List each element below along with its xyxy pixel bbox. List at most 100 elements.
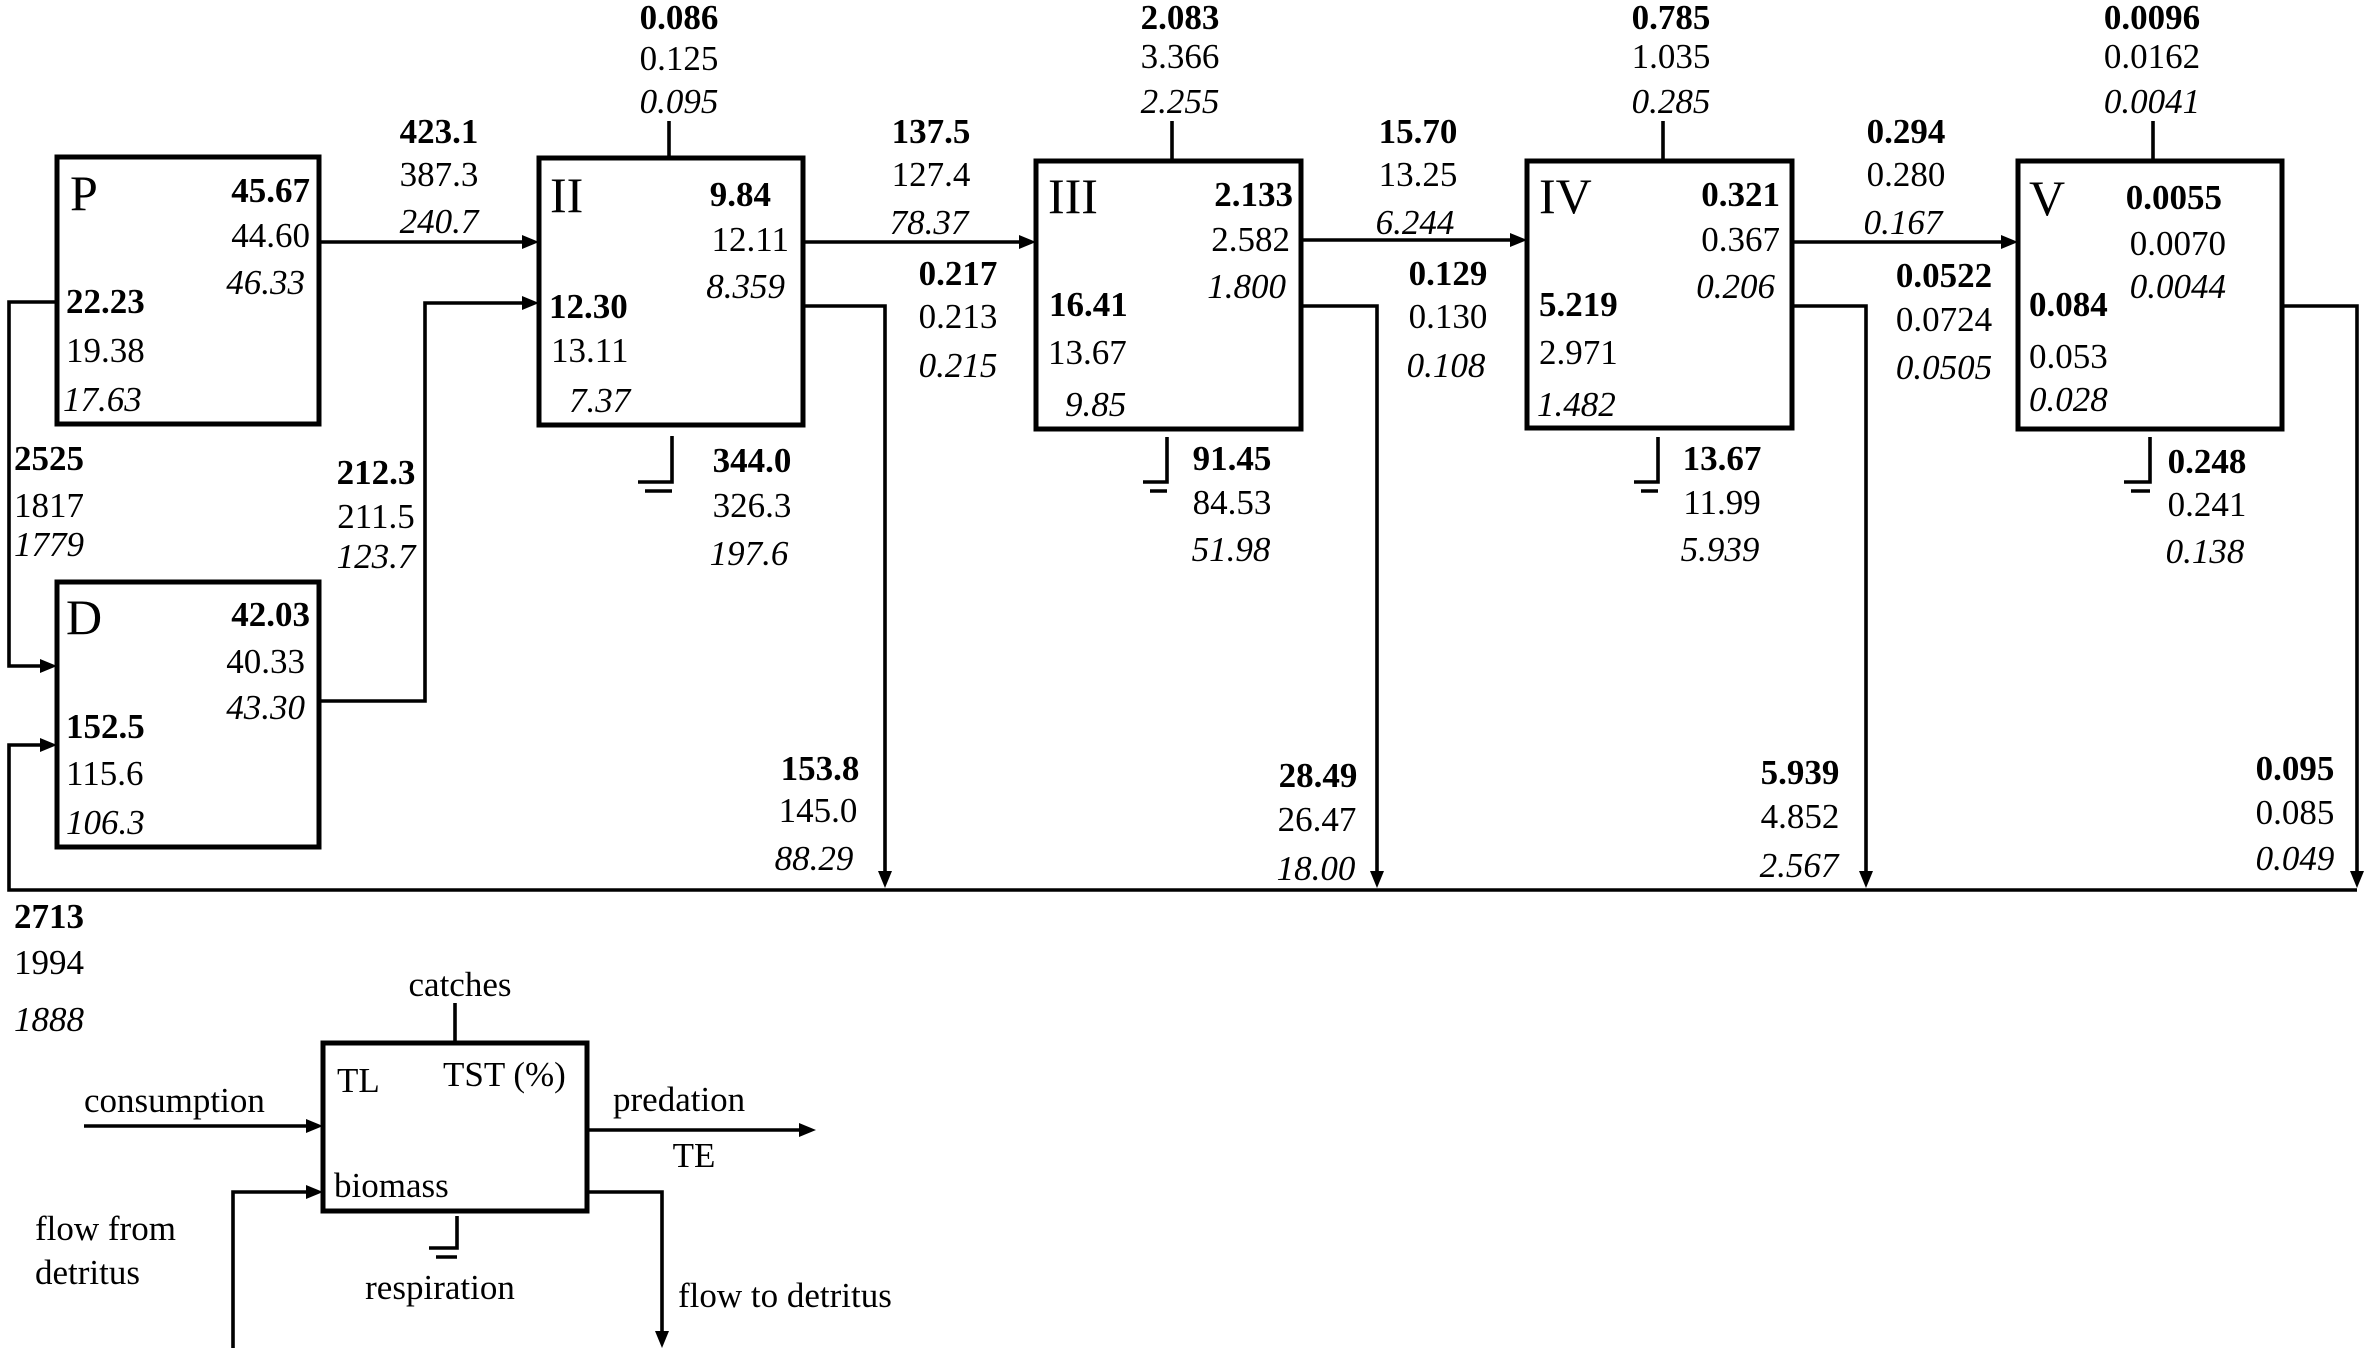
biomass-value-V-2: 0.053: [2029, 337, 2108, 376]
consumption-arrow-D-II: [319, 296, 539, 703]
legend-catches-label: catches: [409, 965, 512, 1004]
tst-value-D-3: 43.30: [226, 688, 305, 727]
biomass-value-V-3: 0.028: [2029, 380, 2108, 419]
respiration-value-V-2: 0.241: [2168, 485, 2247, 524]
detritus-flow-value-V-2: 0.085: [2256, 793, 2335, 832]
legend-tst-label: TST (%): [443, 1055, 566, 1094]
tst-value-II-3: 8.359: [706, 267, 785, 306]
detritus-flow-value-II-3: 88.29: [775, 839, 854, 878]
consumption-arrow-II-III: [803, 235, 1036, 249]
tst-value-II-2: 12.11: [712, 220, 789, 259]
consumption-value-IV-V-2: 0.280: [1867, 155, 1946, 194]
biomass-value-D-3: 106.3: [66, 803, 145, 842]
consumption-value-IV-V-3: 0.167: [1864, 203, 1944, 242]
flow-P-D-value-1: 2525: [14, 439, 84, 478]
consumption-value-II-III-1: 137.5: [892, 112, 971, 151]
te-value-IV-2: 0.0724: [1896, 300, 1992, 339]
catch-value-IV-3: 0.285: [1632, 82, 1711, 121]
catch-value-V-2: 0.0162: [2104, 37, 2200, 76]
legend-predation-arrow: [587, 1123, 816, 1137]
legend-flow-from-detritus-arrow: [231, 1185, 323, 1348]
catch-value-II-1: 0.086: [640, 0, 719, 37]
box-label-II: II: [550, 167, 583, 223]
biomass-value-IV-2: 2.971: [1539, 333, 1618, 372]
legend-predation-label: predation: [613, 1080, 745, 1119]
consumption-value-D-II-2: 211.5: [337, 497, 414, 536]
tst-value-II-1: 9.84: [710, 175, 771, 214]
consumption-value-III-IV-1: 15.70: [1379, 112, 1458, 151]
consumption-value-P-II-1: 423.1: [400, 112, 479, 151]
tst-value-V-3: 0.0044: [2130, 267, 2226, 306]
box-II: [536, 155, 806, 428]
tst-value-IV-3: 0.206: [1696, 267, 1775, 306]
te-value-IV-1: 0.0522: [1896, 256, 1992, 295]
te-value-II-3: 0.215: [919, 346, 998, 385]
respiration-value-IV-1: 13.67: [1683, 439, 1762, 478]
catch-value-IV-1: 0.785: [1632, 0, 1711, 37]
respiration-value-IV-2: 11.99: [1683, 483, 1760, 522]
respiration-value-IV-3: 5.939: [1681, 530, 1760, 569]
legend-consumption-arrow: [84, 1119, 323, 1133]
tst-value-D-2: 40.33: [226, 642, 305, 681]
biomass-value-IV-3: 1.482: [1537, 385, 1616, 424]
detritus-return-arrow: [7, 738, 2357, 892]
tst-value-IV-2: 0.367: [1701, 220, 1780, 259]
te-value-II-2: 0.213: [919, 297, 998, 336]
tst-value-III-2: 2.582: [1211, 220, 1290, 259]
detritus-return-value-3: 1888: [14, 1000, 85, 1039]
detritus-flow-value-II-1: 153.8: [781, 749, 860, 788]
consumption-value-P-II-2: 387.3: [400, 155, 479, 194]
respiration-value-III-2: 84.53: [1193, 483, 1272, 522]
legend-respiration-symbol: [429, 1216, 459, 1259]
respiration-value-II-1: 344.0: [713, 441, 792, 480]
catch-value-IV-2: 1.035: [1632, 37, 1711, 76]
consumption-value-III-IV-3: 6.244: [1376, 203, 1455, 242]
legend-flow-to-label: flow to detritus: [678, 1276, 892, 1315]
detritus-flow-value-IV-1: 5.939: [1761, 753, 1840, 792]
catch-value-III-2: 3.366: [1141, 37, 1220, 76]
respiration-value-III-3: 51.98: [1192, 530, 1271, 569]
biomass-value-II-2: 13.11: [551, 331, 628, 370]
flow-P-D-value-2: 1817: [14, 486, 84, 525]
box-label-IV: IV: [1539, 168, 1592, 224]
detritus-flow-arrow-V: [2282, 304, 2364, 888]
biomass-value-V-1: 0.084: [2029, 285, 2108, 324]
detritus-return-value-2: 1994: [14, 943, 84, 982]
catch-value-III-1: 2.083: [1141, 0, 1220, 37]
respiration-symbol-III: [1143, 437, 1169, 493]
biomass-value-III-1: 16.41: [1049, 285, 1128, 324]
detritus-flow-value-IV-3: 2.567: [1760, 846, 1840, 885]
biomass-value-D-1: 152.5: [66, 707, 145, 746]
legend-biomass-label: biomass: [334, 1166, 449, 1205]
tst-value-P-1: 45.67: [231, 171, 310, 210]
box-IV: [1524, 158, 1795, 431]
respiration-symbol-II: [638, 436, 674, 493]
te-value-III-3: 0.108: [1407, 346, 1486, 385]
detritus-flow-value-IV-2: 4.852: [1761, 797, 1840, 836]
detritus-flow-value-III-3: 18.00: [1277, 849, 1356, 888]
detritus-flow-value-III-2: 26.47: [1278, 800, 1357, 839]
legend-te-label: TE: [673, 1136, 716, 1175]
te-value-III-1: 0.129: [1409, 254, 1488, 293]
biomass-value-P-3: 17.63: [63, 380, 142, 419]
legend-consumption-label: consumption: [84, 1081, 265, 1120]
legend-flow-to-detritus-arrow: [587, 1190, 669, 1348]
consumption-value-II-III-2: 127.4: [892, 155, 971, 194]
consumption-value-III-IV-2: 13.25: [1379, 155, 1458, 194]
detritus-flow-value-V-3: 0.049: [2256, 839, 2335, 878]
consumption-value-D-II-1: 212.3: [337, 453, 416, 492]
box-label-III: III: [1048, 168, 1098, 224]
consumption-value-D-II-3: 123.7: [337, 537, 417, 576]
box-V: [2015, 158, 2285, 432]
consumption-arrow-P-II: [319, 235, 539, 249]
biomass-value-III-3: 9.85: [1065, 385, 1126, 424]
tst-value-III-1: 2.133: [1214, 175, 1293, 214]
biomass-value-IV-1: 5.219: [1539, 285, 1618, 324]
consumption-value-IV-V-1: 0.294: [1867, 112, 1946, 151]
flow-P-D-value-3: 1779: [14, 525, 84, 564]
box-label-V: V: [2029, 170, 2065, 226]
legend-tl-label: TL: [337, 1061, 380, 1100]
catch-value-V-3: 0.0041: [2104, 82, 2200, 121]
detritus-flow-value-V-1: 0.095: [2256, 749, 2335, 788]
